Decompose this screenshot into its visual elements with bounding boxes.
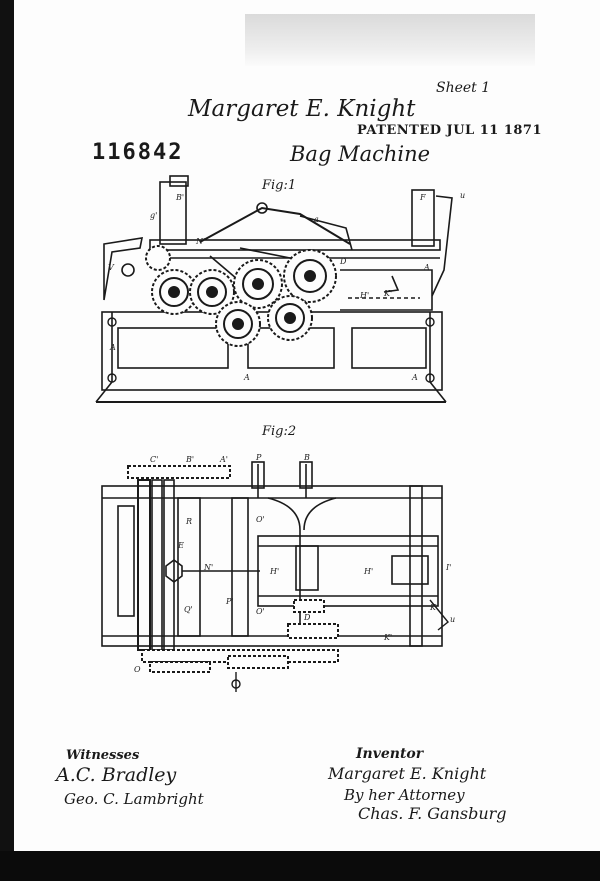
svg-text:K': K' (383, 633, 392, 642)
svg-text:B': B' (175, 193, 184, 202)
patented-stamp: PATENTED JUL 11 1871 (357, 123, 543, 138)
svg-text:B: B (303, 453, 310, 462)
figure-1-label: Fig:1 (262, 178, 297, 193)
witnesses-heading: Witnesses (66, 748, 140, 763)
svg-text:O': O' (256, 607, 265, 616)
svg-text:A: A (109, 343, 116, 352)
svg-text:H': H' (359, 291, 369, 300)
svg-text:D: D (339, 257, 347, 266)
svg-text:D: D (303, 613, 311, 622)
svg-text:A: A (423, 263, 430, 272)
scan-left-edge (0, 0, 14, 881)
by-attorney-text: By her Attorney (344, 786, 465, 804)
svg-text:H': H' (363, 567, 373, 576)
svg-text:u: u (450, 615, 455, 624)
scan-smudge (245, 14, 535, 66)
witness-2-signature: Geo. C. Lambright (64, 790, 204, 808)
svg-text:V: V (108, 263, 115, 272)
svg-text:N': N' (203, 563, 213, 572)
svg-text:K: K (429, 603, 437, 612)
svg-text:H': H' (269, 567, 279, 576)
inventor-name-heading: Margaret E. Knight (188, 96, 416, 122)
svg-text:E: E (177, 541, 184, 550)
svg-text:R: R (185, 517, 192, 526)
svg-text:C': C' (150, 455, 158, 464)
svg-text:O': O' (256, 515, 265, 524)
svg-text:A: A (243, 373, 250, 382)
inventor-signature: Margaret E. Knight (328, 764, 487, 783)
inventor-heading: Inventor (356, 746, 424, 762)
svg-text:P': P' (225, 597, 234, 606)
svg-text:K': K' (383, 289, 392, 298)
figure-2-label: Fig:2 (262, 424, 297, 439)
svg-text:Q': Q' (184, 605, 193, 614)
svg-text:F: F (419, 193, 426, 202)
svg-text:B': B' (185, 455, 194, 464)
svg-text:a: a (314, 215, 319, 224)
svg-text:A: A (411, 373, 418, 382)
svg-text:g': g' (150, 211, 157, 220)
patent-number: 116842 (92, 140, 184, 165)
svg-text:O: O (134, 665, 141, 674)
scan-bottom-border (0, 851, 600, 881)
patent-title: Bag Machine (290, 142, 431, 166)
svg-text:N': N' (195, 237, 205, 246)
sheet-number: Sheet 1 (436, 80, 491, 96)
svg-text:u: u (460, 191, 465, 200)
attorney-signature: Chas. F. Gansburg (358, 804, 507, 823)
svg-text:I': I' (445, 563, 451, 572)
svg-text:P: P (255, 453, 262, 462)
witness-1-signature: A.C. Bradley (56, 764, 177, 786)
svg-text:A': A' (219, 455, 228, 464)
